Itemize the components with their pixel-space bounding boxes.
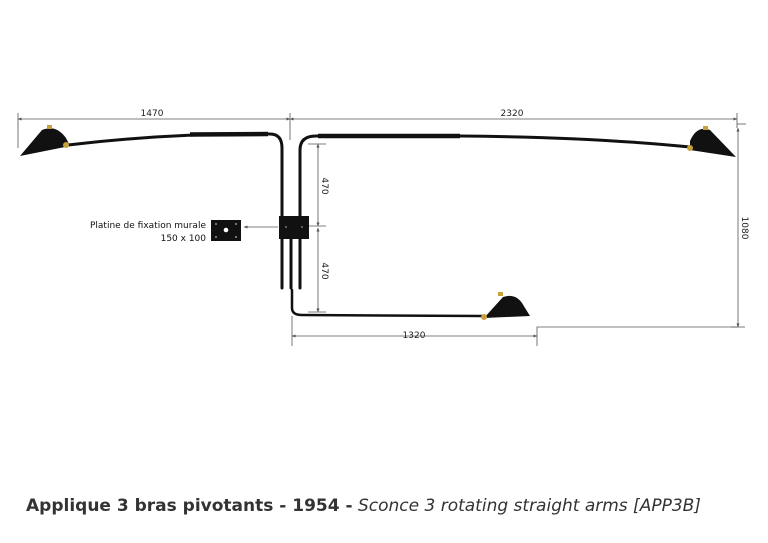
- wall-plate-hole: [215, 236, 217, 238]
- caption-title-fr: Applique 3 bras pivotants - 1954 -: [26, 496, 353, 516]
- caption-title-en: Sconce 3 rotating straight arms [APP3B]: [357, 496, 701, 516]
- step-reference-line: [536, 326, 738, 346]
- dim-label-lower-drop: 470: [319, 262, 329, 279]
- dim-label-upper-drop: 470: [319, 177, 329, 194]
- wall-plate-hole: [215, 223, 217, 225]
- mounting-block: [279, 216, 309, 239]
- dimension-lines: [17, 113, 746, 346]
- wall-plate-hole: [235, 236, 237, 238]
- dim-label-bottom-arm: 1320: [403, 331, 426, 341]
- mounting-screw: [285, 226, 287, 228]
- top-right-arm: [298, 134, 692, 290]
- dim-label-top-right-arm: 2320: [501, 109, 524, 119]
- dim-label-total-height: 1080: [739, 217, 749, 240]
- caption: Applique 3 bras pivotants - 1954 - Sconc…: [26, 496, 701, 516]
- mounting-screw: [301, 226, 303, 228]
- plate-size: 150 x 100: [161, 234, 207, 244]
- lamp-shade-left: [20, 125, 70, 156]
- left-arm: [66, 132, 284, 290]
- lamp-shade-bottom: [481, 292, 530, 320]
- left-arm-sleeve: [189, 131, 269, 137]
- dim-label-left-arm: 1470: [141, 109, 164, 119]
- wall-plate-hole: [235, 223, 237, 225]
- plate-label: Platine de fixation murale: [90, 221, 206, 231]
- bottom-arm: [290, 288, 484, 318]
- wall-plate-hole: [223, 227, 229, 233]
- lamp-shade-right: [687, 126, 736, 157]
